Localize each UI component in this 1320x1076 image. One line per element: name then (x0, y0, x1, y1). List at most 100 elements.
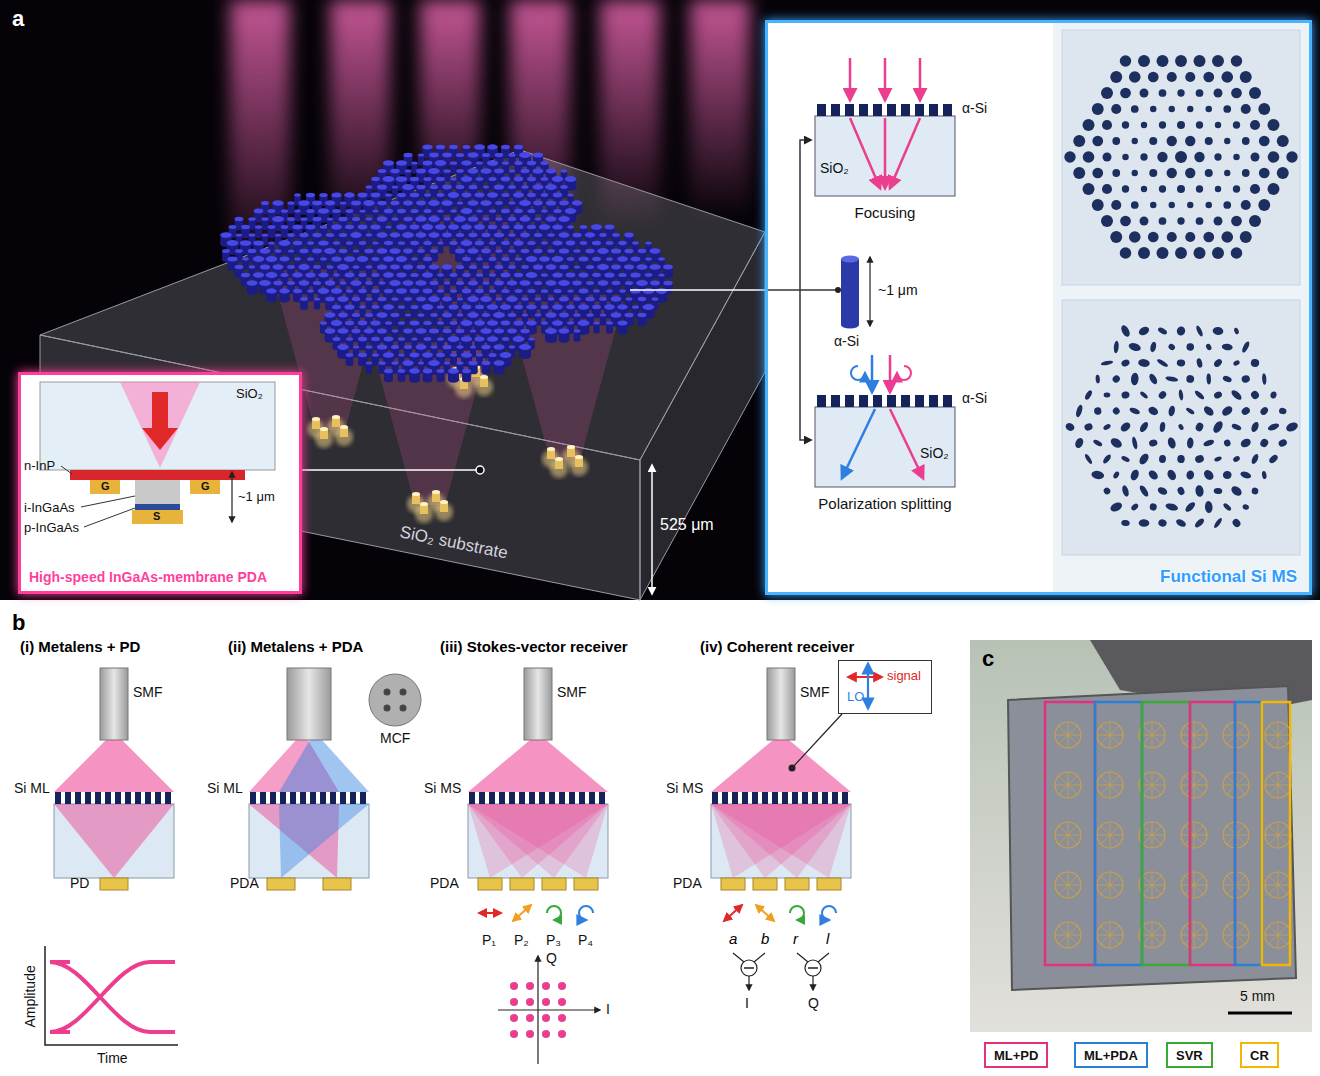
pillar-top (417, 265, 426, 269)
pillar-top (385, 321, 392, 325)
pillar-top (578, 256, 588, 261)
pillar-top (332, 305, 341, 309)
pillar-top (507, 329, 517, 334)
pillar-top (235, 265, 244, 269)
pillar-top (487, 192, 498, 198)
pillar-top (418, 313, 425, 316)
pillar-top (520, 329, 529, 334)
pillar-top (565, 176, 577, 182)
pillar-top (598, 280, 609, 285)
pillar-top (481, 249, 491, 254)
pillar-top (593, 321, 599, 324)
pillar-top (389, 248, 400, 254)
pillar-top (268, 225, 276, 229)
pillar-top (513, 320, 523, 325)
pillar-top (391, 345, 399, 349)
pillar-top (514, 209, 523, 213)
pd-top (575, 455, 583, 459)
pillar-top (294, 209, 301, 212)
pillar-top (312, 233, 321, 238)
pillar-top (352, 265, 359, 269)
pillar-top (442, 264, 453, 269)
pillar-top (468, 168, 479, 173)
pillar-top (364, 249, 373, 254)
pillar-top (287, 265, 295, 269)
pillar-top (430, 345, 437, 349)
pillar-top (403, 264, 413, 269)
pillar-top (437, 209, 443, 212)
pillar-top (397, 209, 406, 214)
pillar-base (366, 370, 372, 373)
pillar-top (314, 297, 320, 300)
pillar-top (327, 265, 334, 268)
pillar-top (340, 201, 346, 204)
pillar-base (489, 218, 496, 222)
pillar-top (580, 241, 588, 245)
pillar-top (541, 273, 548, 277)
pillar-top (377, 264, 387, 269)
pillar-top (281, 225, 289, 229)
pillar-top (371, 193, 381, 198)
pillar-top (658, 273, 664, 276)
pillar-top (480, 328, 491, 334)
pillar-top (545, 328, 557, 334)
pillar-top (592, 241, 601, 246)
pillar-top (559, 328, 570, 333)
pd-glow (550, 460, 568, 478)
pillar-top (558, 216, 570, 222)
pillar-top (514, 177, 524, 182)
pillar-top (448, 192, 460, 198)
pillar-top (327, 217, 333, 220)
pillar-top (227, 256, 237, 261)
pillar-top (416, 297, 425, 302)
pillar-top (298, 264, 310, 270)
pillar-top (366, 265, 373, 268)
pillar-base (482, 370, 491, 374)
pillar-top (476, 161, 483, 164)
pd-top (555, 457, 563, 461)
pillar-base (281, 234, 289, 238)
pillar-top (585, 297, 594, 302)
pillar-top (429, 264, 440, 269)
pillar-top (383, 272, 394, 277)
pillar-top (558, 280, 570, 286)
pillar-top (358, 273, 366, 277)
pillar-base (618, 330, 628, 335)
art-part (420, 0, 480, 220)
pillar-top (359, 209, 365, 212)
pillar-top (428, 232, 439, 238)
pillar-top (500, 304, 511, 310)
pillar-top (600, 313, 606, 316)
pd-glow (435, 503, 453, 521)
pillar-top (448, 224, 459, 229)
pillar-top (553, 193, 563, 198)
pillar-top (494, 232, 504, 237)
pillar-top (417, 249, 425, 253)
pillar-top (378, 169, 386, 173)
pillar-top (546, 168, 556, 173)
pillar-top (345, 273, 355, 278)
pillar-top (476, 177, 484, 181)
pillar-top (437, 337, 444, 341)
pillar-top (462, 257, 471, 261)
pillar-base (519, 353, 531, 359)
pillar-top (346, 209, 354, 213)
pd-glow (415, 505, 433, 523)
pillar-top (559, 265, 568, 270)
pillar-top (527, 289, 535, 293)
pillar-top (423, 257, 432, 262)
pillar-top (428, 200, 440, 206)
pillar-top (593, 289, 600, 292)
pillar-top (469, 265, 477, 269)
pillar-top (572, 233, 581, 238)
pillar-top (410, 209, 418, 213)
pillar-top (515, 257, 522, 261)
pillar-top (294, 257, 301, 260)
pillar-top (396, 224, 407, 229)
pillar-top (402, 184, 414, 190)
pillar-top (586, 265, 594, 269)
pillar-top (372, 209, 378, 212)
pillar-top (353, 249, 359, 252)
pillar-top (450, 321, 458, 325)
pillar-top (467, 152, 478, 158)
